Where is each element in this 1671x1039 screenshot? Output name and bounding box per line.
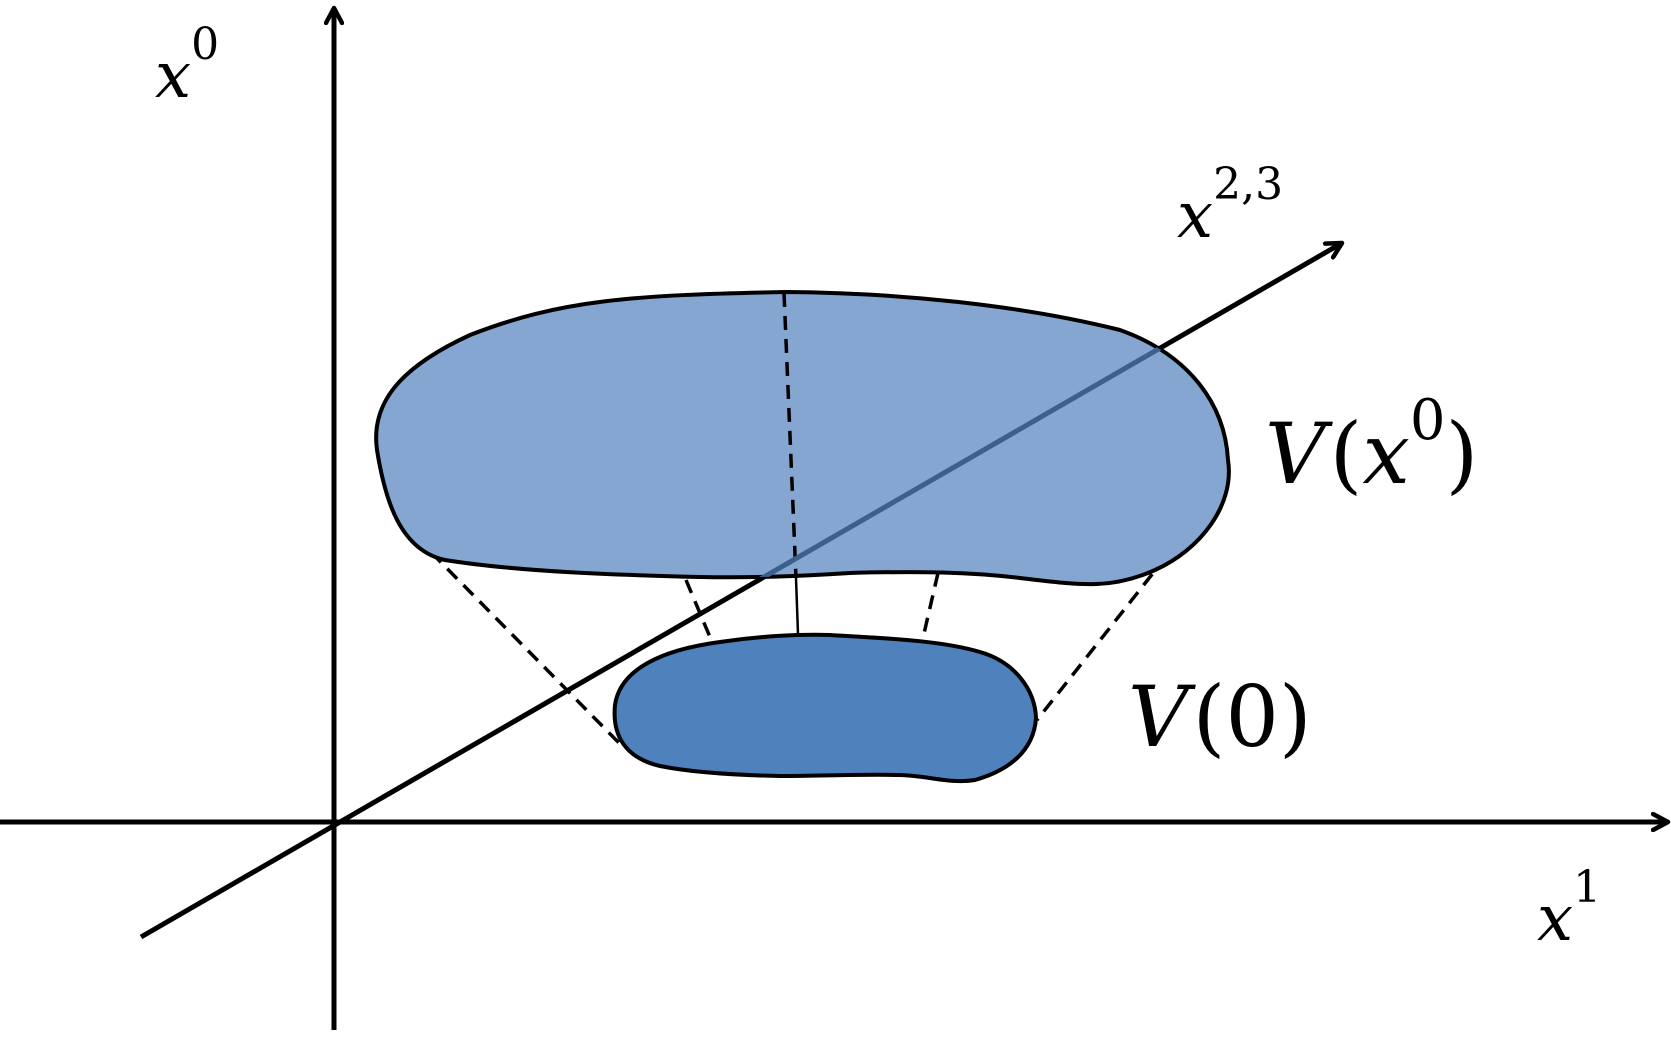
dashed-connector-right	[1035, 518, 1197, 722]
v-0-label: V(0)	[1128, 668, 1312, 766]
x1-axis-label: x1	[1537, 862, 1601, 956]
x23-axis-label: x2,3	[1177, 159, 1283, 253]
dashed-connector-upper-center	[782, 292, 798, 579]
dashed-connector-left	[413, 534, 625, 749]
v-x0-label: V(x0)	[1265, 388, 1478, 503]
x0-axis-label: x0	[155, 19, 219, 113]
solid-connector-center	[794, 577, 800, 635]
x23-axis-through-region	[376, 292, 1229, 585]
upper-region-vx0	[374, 289, 1231, 587]
lower-region-v0	[612, 632, 1039, 784]
